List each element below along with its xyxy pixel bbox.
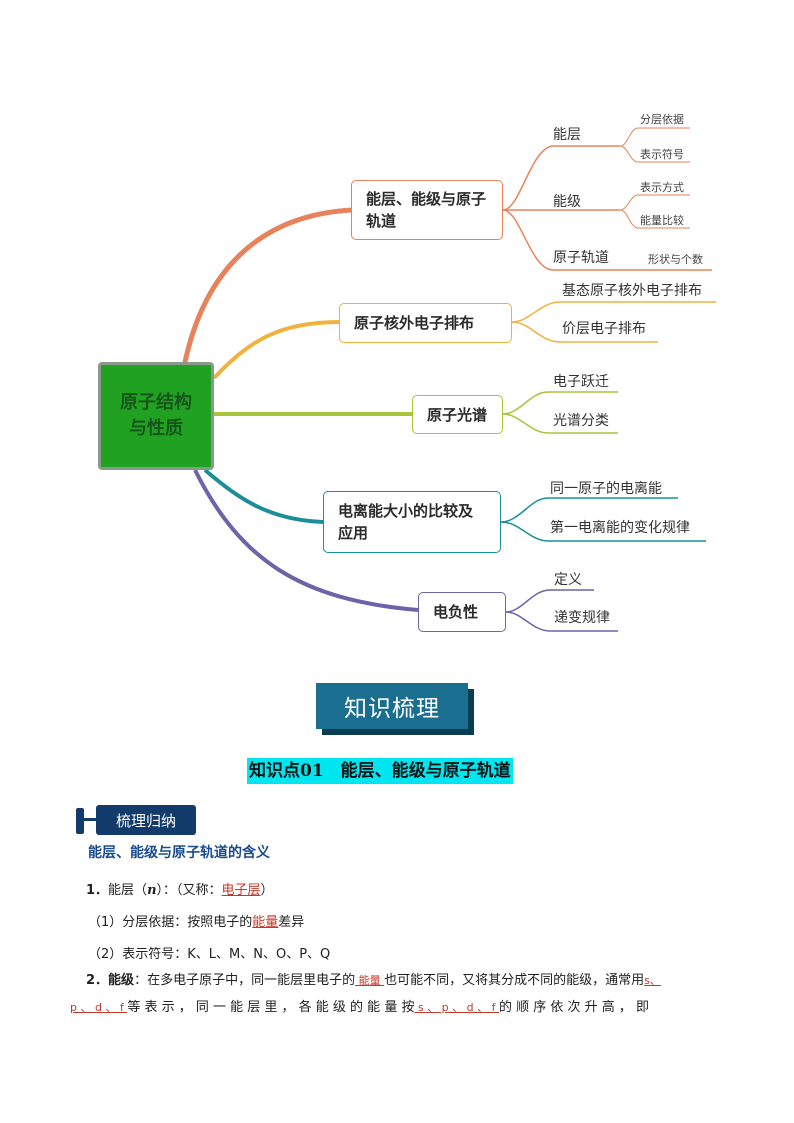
leaf-first-ionization-trend: 第一电离能的变化规律	[550, 520, 690, 536]
p1-number: 1．	[86, 883, 109, 898]
p5-blank-spdf: s 、 p 、 d 、 f	[414, 1001, 499, 1014]
p4-text2: 也可能不同，又将其分成不同的能级，通常用	[384, 973, 645, 988]
section-banner: 知识梳理	[316, 683, 468, 729]
paragraph-shell-basis: （1）分层依据：按照电子的能量差异	[88, 911, 304, 930]
leaf-level-notation: 表示方式	[640, 181, 684, 194]
leaf-spectra-types: 光谱分类	[553, 413, 609, 429]
leaf-shell-symbol: 表示符号	[640, 148, 684, 161]
mindmap-connectors	[182, 127, 716, 632]
p1-n: n	[147, 883, 157, 898]
p5-text2: 的 顺 序 依 次 升 高 ， 即	[499, 1000, 650, 1015]
leaf-trend: 递变规律	[554, 610, 610, 626]
mindmap-root: 原子结构与性质	[98, 362, 214, 470]
p4-blank-energy: 能量	[355, 974, 385, 987]
branch-ionization-energy: 电离能大小的比较及应用	[323, 491, 501, 553]
leaf-level-energy-compare: 能量比较	[640, 214, 684, 227]
leaf-valence-config: 价层电子排布	[562, 321, 646, 337]
p1-rest: ）：（又称：	[156, 883, 222, 898]
leaf-same-atom-ionization: 同一原子的电离能	[550, 481, 662, 497]
paragraph-shell-symbols: （2）表示符号：K、L、M、N、O、P、Q	[88, 947, 331, 962]
tag-bar-decoration	[84, 818, 96, 821]
p1-end: ）	[260, 883, 274, 898]
p2-answer: 能量	[252, 915, 279, 930]
p2-prefix: （1）分层依据：按照电子的	[88, 915, 253, 930]
tag-ear-decoration	[76, 808, 84, 834]
leaf-energy-level: 能级	[553, 194, 581, 210]
leaf-definition: 定义	[554, 572, 582, 588]
paragraph-energy-shell: 1．能层（n）：（又称：电子层）	[86, 879, 274, 898]
leaf-atomic-orbital: 原子轨道	[553, 250, 609, 266]
p4-blank-s: s、	[644, 974, 661, 987]
p5-text: 等 表 示 ， 同 一 能 层 里 ， 各 能 级 的 能 量 按	[127, 1000, 415, 1015]
leaf-shell-basis: 分层依据	[640, 113, 684, 126]
leaf-energy-shell: 能层	[553, 127, 581, 143]
p1-label: 能层（	[108, 883, 148, 898]
branch-electronegativity: 电负性	[418, 592, 506, 632]
leaf-ground-state-config: 基态原子核外电子排布	[562, 283, 702, 299]
branch-orbitals: 能层、能级与原子轨道	[351, 180, 503, 240]
subheading: 能层、能级与原子轨道的含义	[88, 845, 270, 861]
paragraph-energy-level: 2．能级：在多电子原子中，同一能层里电子的 能量 也可能不同，又将其分成不同的能…	[86, 969, 661, 988]
p1-answer: 电子层	[221, 883, 261, 898]
leaf-orbital-shape-count: 形状与个数	[648, 253, 703, 266]
p4-text: ：在多电子原子中，同一能层里电子的	[134, 973, 356, 988]
branch-electron-configuration: 原子核外电子排布	[339, 303, 512, 343]
p5-blank-pdf: p 、 d 、 f	[70, 1001, 128, 1014]
p2-suffix: 差异	[278, 915, 305, 930]
summary-tag: 梳理归纳	[96, 805, 196, 835]
paragraph-energy-order: p 、 d 、 f 等 表 示 ， 同 一 能 层 里 ， 各 能 级 的 能 …	[70, 996, 649, 1015]
p4-number: 2．	[86, 973, 109, 988]
leaf-electron-transition: 电子跃迁	[553, 374, 609, 390]
p4-label: 能级	[108, 973, 135, 988]
knowledge-point-title: 知识点01 能层、能级与原子轨道	[247, 758, 513, 784]
branch-atomic-spectra: 原子光谱	[412, 395, 503, 434]
